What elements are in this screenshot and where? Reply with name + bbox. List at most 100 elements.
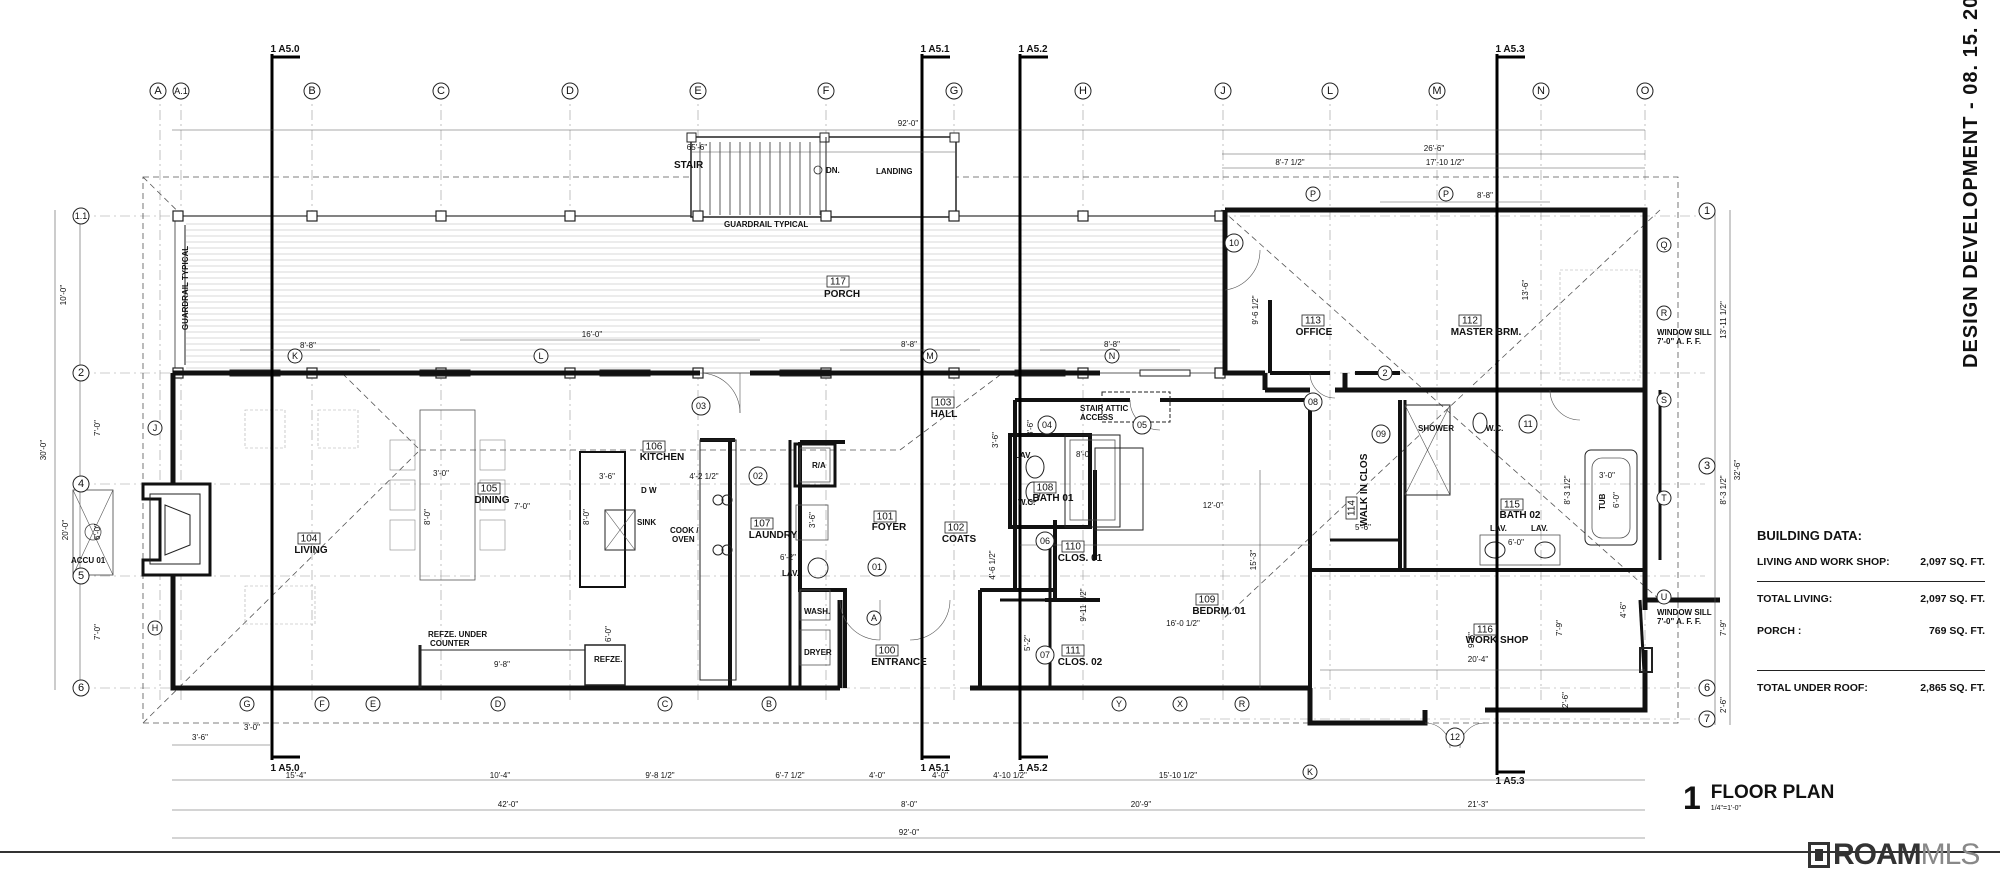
- dim-bath2-6: 6'-0": [1508, 538, 1524, 547]
- dim-bed-15-3: 15'-3": [1249, 550, 1258, 571]
- door-tag-05: 05: [1137, 420, 1147, 430]
- dim-left-7b: 7'-0": [93, 624, 102, 640]
- note-sill-top-2: 7'-0" A. F. F.: [1657, 337, 1701, 346]
- dim-right-26: 26'-6": [1424, 144, 1445, 153]
- room-number-clos02: 111: [1065, 646, 1081, 657]
- grid-label-l: L: [1327, 85, 1333, 97]
- note-landing: LANDING: [876, 167, 912, 176]
- dim-right-32: 32'-6": [1733, 460, 1742, 481]
- mls-logo-text: MLS: [1920, 838, 1981, 871]
- design-development-stamp: DESIGN DEVELOPMENT - 08. 15. 2023: [1960, 0, 1982, 368]
- dim-refze-9-8: 9'-8": [494, 660, 510, 669]
- room-number-office: 113: [1305, 316, 1321, 327]
- section-mark-a51-top: 1 A5.1: [920, 44, 950, 55]
- room-number-bath02: 115: [1504, 500, 1520, 511]
- note-dw: D W: [641, 486, 657, 495]
- building-data-label: TOTAL UNDER ROOF:: [1757, 682, 1868, 694]
- room-name-kitchen: KITCHEN: [640, 452, 684, 463]
- note-dn: DN.: [826, 166, 840, 175]
- dim-bed-12: 12'-0": [1203, 501, 1224, 510]
- dim-bath2-8-3: 8'-3 1/2": [1563, 475, 1572, 504]
- door-tag-03: 03: [696, 401, 706, 411]
- grid-label-1-right: 1: [1704, 205, 1710, 217]
- dim-bath-8: 8'-0": [1076, 450, 1092, 459]
- room-number-living: 104: [301, 534, 318, 545]
- dim-left-6: 6'-0": [93, 524, 102, 540]
- dim-right-7-9: 7'-9": [1719, 620, 1728, 636]
- grid-label-d: D: [566, 85, 574, 97]
- room-number-clos01: 110: [1065, 542, 1081, 553]
- grid-label-k: K: [292, 351, 298, 361]
- dim-ws-9-6: 9'-6": [1467, 632, 1476, 648]
- building-data-value: 2,097 SQ. FT.: [1920, 593, 1985, 605]
- dim-b-15-10: 15'-10 1/2": [1159, 771, 1197, 780]
- grid-label-g: G: [950, 85, 959, 97]
- grid-label-k-bottom: K: [1307, 767, 1313, 777]
- dim-office-h: 9'-6 1/2": [1251, 295, 1260, 324]
- grid-label-h: H: [1079, 85, 1087, 97]
- room-name-clos02: CLOS. 02: [1058, 657, 1103, 668]
- room-name-porch: PORCH: [824, 289, 860, 300]
- note-accu: ACCU 01: [71, 556, 106, 565]
- note-access: ACCESS: [1080, 413, 1114, 422]
- dim-din-3: 3'-0": [433, 469, 449, 478]
- dim-porch-16: 16'-0": [582, 330, 603, 339]
- dim-tub-3: 3'-0": [1599, 471, 1615, 480]
- plan-title: 1 FLOOR PLAN 1/4"=1'-0": [1683, 782, 1834, 814]
- dim-kit-4-2: 4'-2 1/2": [689, 472, 718, 481]
- dim-b-20-9: 20'-9": [1131, 800, 1152, 809]
- interior-walls: [700, 250, 1662, 723]
- dim-right-8-3: 8'-3 1/2": [1719, 475, 1728, 504]
- grid-label-a1: A.1: [174, 86, 188, 96]
- dim-laundry-3-6: 3'-6": [808, 512, 817, 528]
- grid-label-x: X: [1177, 699, 1183, 709]
- note-wc2: W.C.: [1486, 424, 1503, 433]
- grid-bubbles-mid: K L M N P P Q R S T U J H G F E D C B Y …: [147, 186, 1672, 780]
- grid-label-m: M: [1432, 85, 1441, 97]
- dim-clos-4-6: 4'-6 1/2": [988, 550, 997, 579]
- note-sill-top-1: WINDOW SILL: [1657, 328, 1712, 337]
- door-tags: 01 02 03 04 05 06 07 08 09 10 11 12: [691, 233, 1538, 747]
- building-data-label: PORCH :: [1757, 625, 1802, 637]
- grid-label-f: F: [823, 85, 830, 97]
- porch-post: [435, 210, 447, 222]
- note-stair-attic: STAIR ATTIC: [1080, 404, 1129, 413]
- dim-left-30: 30'-0": [39, 440, 48, 461]
- door-tag-02: 02: [753, 471, 763, 481]
- room-number-foyer: 101: [877, 512, 894, 523]
- porch-post: [820, 210, 832, 222]
- fixtures: [793, 269, 1653, 673]
- grid-label-t: T: [1661, 493, 1667, 503]
- building-data-label: TOTAL LIVING:: [1757, 593, 1833, 605]
- dim-porch-8-8-mid: 8'-8": [901, 340, 917, 349]
- porch-post: [948, 210, 960, 222]
- note-oven: OVEN: [672, 535, 695, 544]
- room-name-clos01: CLOS. 01: [1058, 553, 1103, 564]
- grid-label-n: N: [1537, 85, 1545, 97]
- room-name-foyer: FOYER: [872, 522, 907, 533]
- note-lav3: LAV.: [1490, 524, 1507, 533]
- dim-clos-9-11: 9'-11 1/2": [1079, 588, 1088, 621]
- room-number-master: 112: [1462, 316, 1478, 327]
- dim-porch-8-8-left: 8'-8": [300, 341, 316, 350]
- building-data-label: LIVING AND WORK SHOP:: [1757, 556, 1890, 568]
- kitchen-dining-furniture: [244, 409, 737, 688]
- dim-laundry-6-2: 6'-2": [780, 553, 796, 562]
- door-tag-09: 09: [1376, 429, 1386, 439]
- dim-ws-2-6: 2'-6": [1561, 692, 1570, 708]
- section-mark-a53-bottom: 1 A5.3: [1495, 776, 1525, 787]
- section-cuts: 1 A5.0 1 A5.0 1 A5.1 1 A5.1 1 A5.2 1 A5.…: [270, 44, 1525, 787]
- grid-label-7-right: 7: [1704, 713, 1710, 725]
- building-data-title: BUILDING DATA:: [1757, 528, 1862, 543]
- grid-label-o: O: [1641, 85, 1650, 97]
- bottom-divider: [0, 851, 2000, 853]
- dimension-text: 92'-0" 65'-6" 26'-6" 8'-7 1/2" 17'-10 1/…: [39, 119, 1742, 837]
- section-mark-a50-bottom: 1 A5.0: [270, 763, 300, 774]
- dim-din-8: 8'-0": [423, 509, 432, 525]
- grid-label-m-mid: M: [926, 351, 934, 361]
- exterior-walls: [170, 207, 1720, 726]
- dim-right-2-6: 2'-6": [1719, 697, 1728, 713]
- note-counter: COUNTER: [430, 639, 470, 648]
- room-number-bedrm01: 109: [1199, 595, 1216, 606]
